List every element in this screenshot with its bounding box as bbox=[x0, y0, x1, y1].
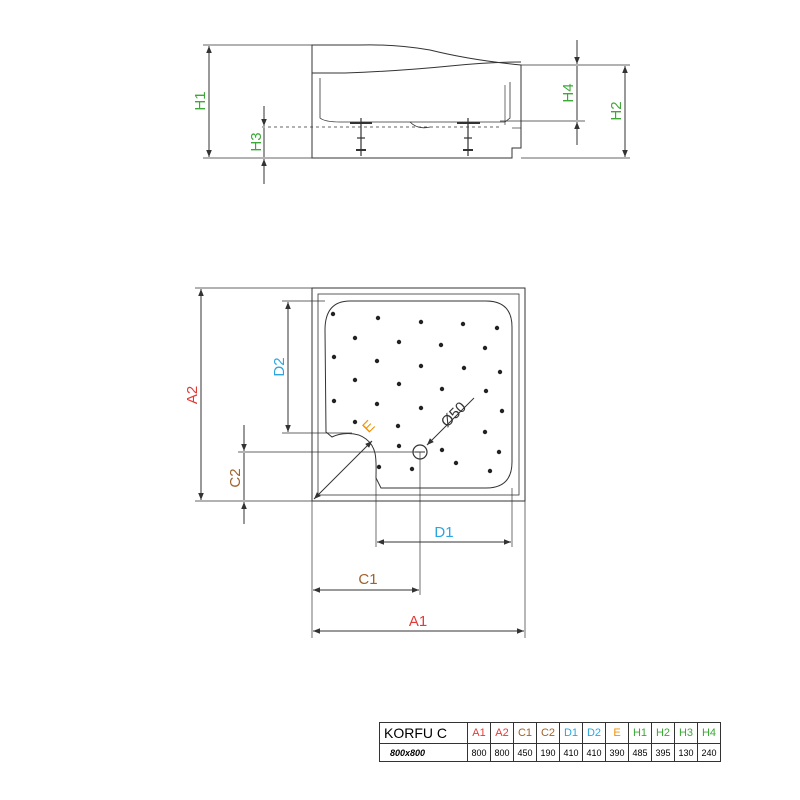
drain-pipe bbox=[409, 121, 431, 129]
anti-slip-dot bbox=[395, 423, 401, 429]
rim-line bbox=[312, 61, 522, 74]
header-h3: H3 bbox=[674, 722, 698, 744]
anti-slip-dot bbox=[496, 449, 502, 455]
d1-dimension: D1 bbox=[377, 524, 511, 545]
tray-outer-edge bbox=[311, 287, 526, 502]
header-c1: C1 bbox=[513, 722, 537, 744]
value-c1: 450 bbox=[513, 743, 537, 762]
value-h4: 240 bbox=[697, 743, 721, 762]
anti-slip-dot bbox=[482, 345, 488, 351]
header-e: E bbox=[605, 722, 629, 744]
model-name: KORFU C bbox=[379, 722, 468, 744]
basin-line bbox=[319, 78, 511, 123]
svg-text:D1: D1 bbox=[434, 524, 453, 541]
header-a2: A2 bbox=[490, 722, 514, 744]
svg-text:A2: A2 bbox=[184, 386, 201, 404]
tray-rim-line bbox=[317, 293, 520, 496]
value-a1: 800 bbox=[467, 743, 491, 762]
c1-dimension: C1 bbox=[313, 571, 419, 593]
svg-text:C1: C1 bbox=[358, 571, 377, 588]
anti-slip-dot bbox=[439, 447, 445, 453]
side-view bbox=[203, 44, 630, 159]
anti-slip-dot bbox=[438, 342, 444, 348]
anti-slip-dot bbox=[460, 321, 466, 327]
value-d2: 410 bbox=[582, 743, 606, 762]
anti-slip-dot bbox=[376, 464, 382, 470]
anti-slip-dot bbox=[418, 363, 424, 369]
anti-slip-dot bbox=[483, 388, 489, 394]
drain-diameter-callout: Ø50 bbox=[426, 397, 475, 446]
h2-dimension: H2 bbox=[608, 66, 628, 157]
svg-text:H2: H2 bbox=[608, 101, 625, 120]
anti-slip-dot bbox=[331, 354, 337, 360]
svg-text:A1: A1 bbox=[409, 613, 427, 630]
anti-slip-dot bbox=[396, 339, 402, 345]
h1-dimension: H1 bbox=[192, 46, 212, 157]
a1-dimension: A1 bbox=[313, 613, 524, 634]
anti-slip-dot bbox=[396, 381, 402, 387]
header-d1: D1 bbox=[559, 722, 583, 744]
spec-table: KORFU C A1 A2 C1 C2 D1 D2 E H1 H2 H3 H4 … bbox=[379, 722, 721, 762]
anti-slip-dots bbox=[330, 311, 505, 474]
anti-slip-dot bbox=[396, 443, 402, 449]
svg-text:H3: H3 bbox=[248, 132, 265, 151]
h4-dimension: H4 bbox=[560, 40, 580, 145]
value-h1: 485 bbox=[628, 743, 652, 762]
svg-text:E: E bbox=[359, 417, 378, 436]
c2-dimension: C2 bbox=[227, 425, 247, 524]
svg-text:H1: H1 bbox=[192, 91, 209, 110]
value-h2: 395 bbox=[651, 743, 675, 762]
e-dimension: E bbox=[313, 417, 378, 500]
anti-slip-dot bbox=[418, 319, 424, 325]
anti-slip-dot bbox=[482, 429, 488, 435]
spec-header-row: KORFU C A1 A2 C1 C2 D1 D2 E H1 H2 H3 H4 bbox=[379, 722, 721, 744]
anti-slip-dot bbox=[375, 315, 381, 321]
header-c2: C2 bbox=[536, 722, 560, 744]
h3-dimension: H3 bbox=[248, 106, 267, 184]
header-d2: D2 bbox=[582, 722, 606, 744]
anti-slip-dot bbox=[331, 398, 337, 404]
anti-slip-dot bbox=[487, 468, 493, 474]
anti-slip-dot bbox=[499, 408, 505, 414]
spec-value-row: 800x800 800 800 450 190 410 410 390 485 … bbox=[379, 743, 721, 762]
value-e: 390 bbox=[605, 743, 629, 762]
anti-slip-dot bbox=[374, 401, 380, 407]
header-a1: A1 bbox=[467, 722, 491, 744]
svg-text:C2: C2 bbox=[227, 468, 244, 487]
anti-slip-dot bbox=[374, 358, 380, 364]
header-h2: H2 bbox=[651, 722, 675, 744]
drain-hole bbox=[412, 444, 428, 460]
anti-slip-dot bbox=[409, 466, 415, 472]
header-h4: H4 bbox=[697, 722, 721, 744]
anti-slip-dot bbox=[352, 419, 358, 425]
anti-slip-dot bbox=[453, 460, 459, 466]
svg-text:H4: H4 bbox=[560, 83, 577, 102]
anti-slip-dot bbox=[439, 386, 445, 392]
leveling-foot-right bbox=[457, 118, 480, 156]
anti-slip-dot bbox=[330, 311, 336, 317]
anti-slip-dot bbox=[461, 365, 467, 371]
header-h1: H1 bbox=[628, 722, 652, 744]
model-size: 800x800 bbox=[379, 743, 468, 762]
value-h3: 130 bbox=[674, 743, 698, 762]
anti-slip-dot bbox=[352, 377, 358, 383]
plan-view bbox=[195, 287, 526, 638]
a2-dimension: A2 bbox=[184, 289, 204, 500]
leveling-foot-left bbox=[350, 118, 372, 156]
anti-slip-dot bbox=[494, 325, 500, 331]
anti-slip-dot bbox=[497, 369, 503, 375]
svg-text:D2: D2 bbox=[271, 357, 288, 376]
value-a2: 800 bbox=[490, 743, 514, 762]
d2-dimension: D2 bbox=[271, 302, 291, 432]
tray-outline bbox=[311, 44, 522, 159]
value-d1: 410 bbox=[559, 743, 583, 762]
anti-slip-dot bbox=[352, 335, 358, 341]
svg-text:Ø50: Ø50 bbox=[438, 399, 470, 431]
anti-slip-dot bbox=[418, 405, 424, 411]
value-c2: 190 bbox=[536, 743, 560, 762]
basin-outline bbox=[324, 300, 513, 489]
